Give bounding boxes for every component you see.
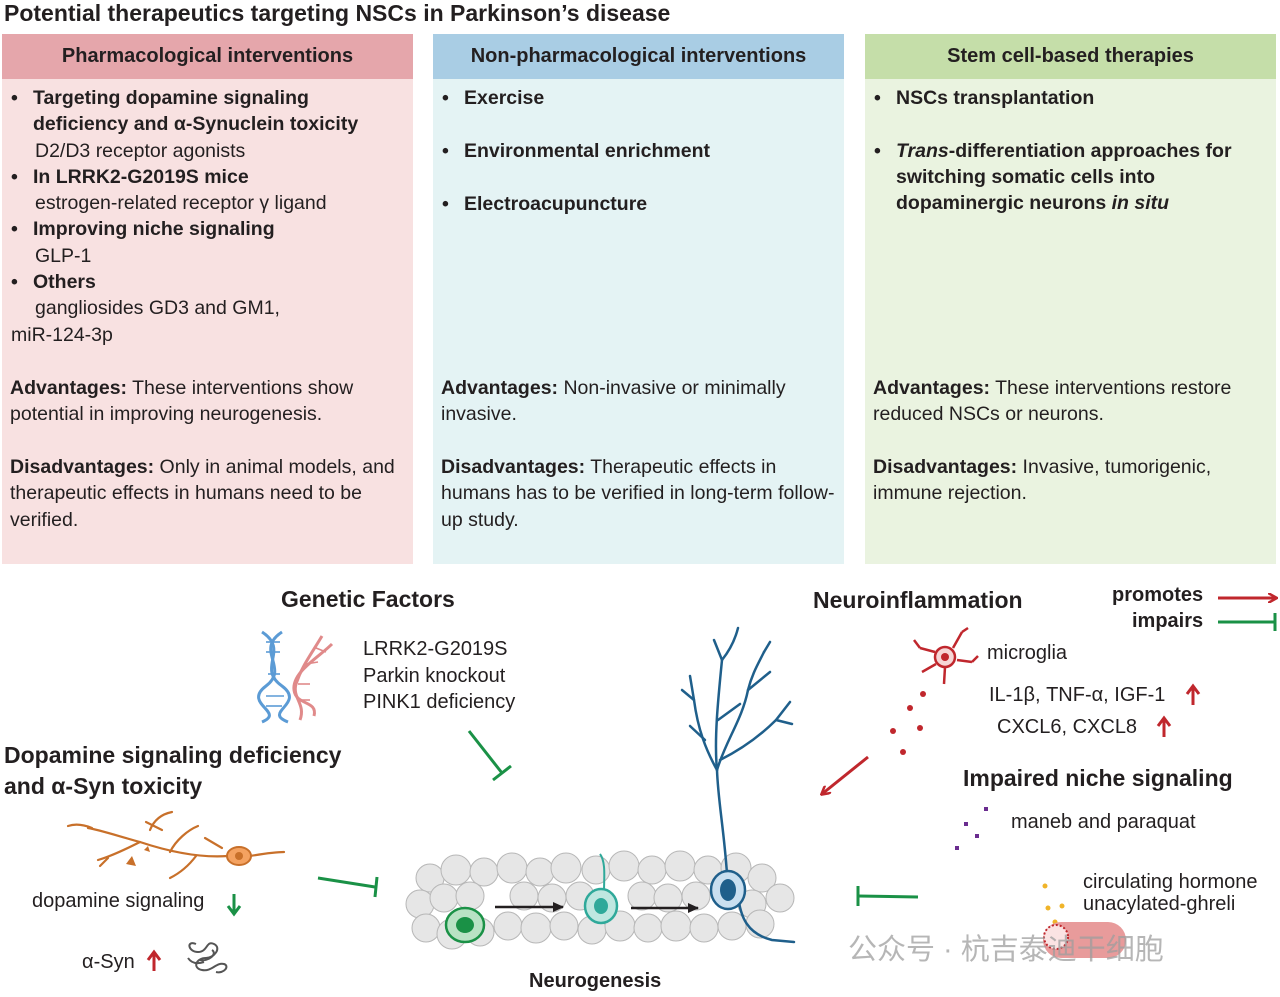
dopamine-neuron-icon [66,810,286,880]
stem-disadvantages: Disadvantages: Invasive, tumorigenic, im… [873,456,1212,505]
alpha-syn-up-arrow [146,949,162,971]
hormone-vesicle-icon [1043,922,1126,958]
nonpharm-item-exercise: Exercise [442,85,836,112]
microglia-icon [913,626,979,685]
stem-cell-heading: Stem cell-based therapies [865,34,1276,79]
stem-item-transplantation: NSCs transplantation [874,85,1268,112]
mature-neuron-icon [680,626,796,944]
legend-promotes-label: promotes [1112,584,1204,606]
dna-icon [257,630,334,724]
cytokine-up-arrows [1156,683,1201,737]
neuroinflammation-promotes-arrow [822,755,869,794]
cytokines-line-2: CXCL6, CXCL8 [997,716,1138,738]
pharm-item-2: In LRRK2-G2019S mice estrogen-related re… [11,164,405,217]
dopamine-impairs-bar [317,876,379,898]
pharm-item-4: Others gangliosides GD3 and GM1, [11,269,405,322]
nsc-cell-icon [444,906,486,944]
niche-impairs-bar [856,886,919,906]
pharm-item-1: Targeting dopamine signaling deficiency … [11,85,405,164]
stem-cell-panel: Stem cell-based therapies NSCs transplan… [865,34,1276,564]
pharm-advantages: Advantages: These interventions show pot… [10,377,354,426]
stem-advantages: Advantages: These interventions restore … [873,377,1232,426]
genetic-factors-list: LRRK2-G2019S Parkin knockout PINK1 defic… [363,638,516,713]
niche-signaling-title: Impaired niche signaling [963,765,1233,791]
pesticides-label: maneb and paraquat [1011,811,1196,833]
neuroinflammation-title: Neuroinflammation [813,587,1023,613]
alpha-syn-label: α-Syn [82,951,135,973]
dopamine-down-arrow [226,894,242,917]
progenitor-cell-icon [583,853,619,925]
microglia-label: microglia [987,642,1068,664]
stem-item-transdifferentiation: Trans-differentiation approaches for swi… [874,138,1268,217]
pharm-disadvantages: Disadvantages: Only in animal models, an… [10,456,395,531]
dopamine-molecules [126,846,150,866]
non-pharmacological-heading: Non-pharmacological interventions [433,34,844,79]
pharm-item-4-sub2: miR-124-3p [11,323,113,346]
cytokines-line-1: IL-1β, TNF-α, IGF-1 [989,684,1166,706]
dopamine-deficiency-title: Dopamine signaling deficiency and α-Syn … [4,742,342,799]
alpha-syn-aggregate-icon [187,942,228,974]
hormone-dots [1042,883,1065,925]
pesticide-dots [955,807,988,850]
nonpharm-item-enrichment: Environmental enrichment [442,138,836,165]
pharmacological-heading: Pharmacological interventions [2,34,413,79]
pharmacological-panel: Pharmacological interventions Targeting … [2,34,413,564]
genetic-impairs-bar [467,730,512,782]
dopamine-signaling-label: dopamine signaling [32,890,205,912]
neurogenesis-label: Neurogenesis [529,970,662,992]
nonpharm-disadvantages: Disadvantages: Therapeutic effects in hu… [441,456,835,531]
pharm-item-3: Improving niche signaling GLP-1 [11,216,405,269]
figure-title: Potential therapeutics targeting NSCs in… [4,0,671,26]
legend-impairs-label: impairs [1132,610,1204,632]
genetic-factors-title: Genetic Factors [281,586,455,612]
nonpharm-advantages: Advantages: Non-invasive or minimally in… [441,377,786,426]
watermark: 公众号 · 杭吉泰迪干细胞 [848,934,1164,966]
cytokine-dots [890,691,926,755]
mature-neuron-soma [709,869,747,911]
legend-impairs-bar [1218,613,1277,631]
non-pharmacological-panel: Non-pharmacological interventions Exerci… [433,34,844,564]
nonpharm-item-electroacupuncture: Electroacupuncture [442,191,836,218]
hormone-label: circulating hormone unacylated-ghreli [1083,871,1258,915]
